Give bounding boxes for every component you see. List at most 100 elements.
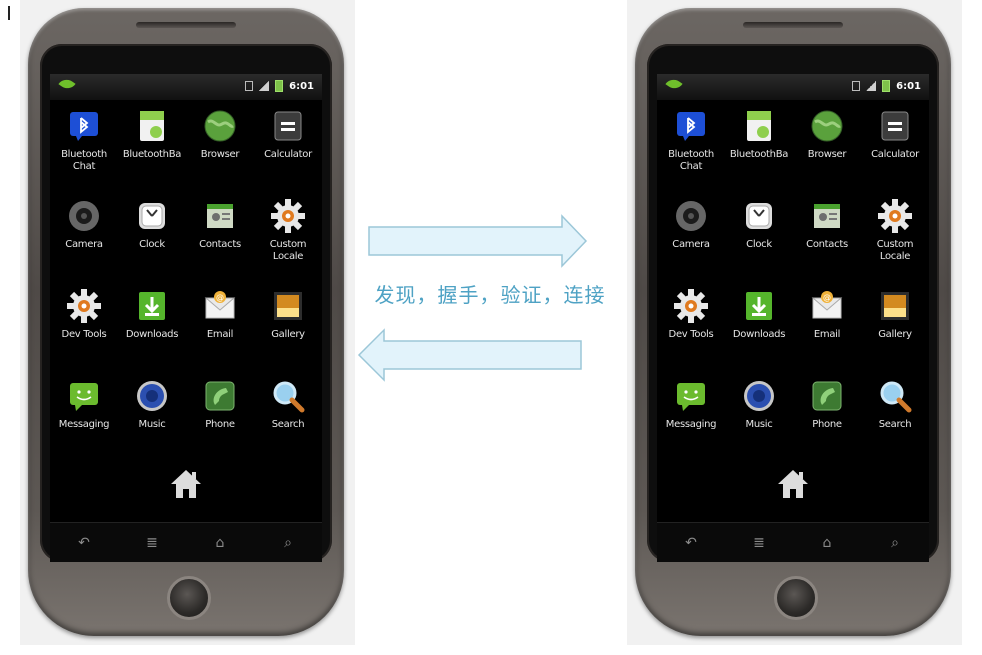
search-key-icon[interactable]: ⌕ xyxy=(891,535,899,551)
app-label: Bluetooth Chat xyxy=(668,149,714,172)
app-label: Bluetooth Chat xyxy=(61,149,107,172)
app-launcher-item[interactable]: Search xyxy=(861,374,929,464)
app-label: Gallery xyxy=(878,329,912,340)
gallery-icon xyxy=(877,288,913,324)
status-bar: 6:01 xyxy=(657,74,929,100)
page-edge-mark xyxy=(0,6,10,20)
app-launcher-item[interactable]: Calculator xyxy=(861,104,929,194)
search-key-icon[interactable]: ⌕ xyxy=(284,535,292,551)
app-label: Search xyxy=(271,419,305,430)
app-label: Music xyxy=(745,419,773,430)
app-launcher-item[interactable]: Dev Tools xyxy=(50,284,118,374)
status-icons: 6:01 xyxy=(852,80,921,92)
music-speaker-icon xyxy=(741,378,777,414)
phone-icon xyxy=(202,378,238,414)
app-launcher-item[interactable]: Phone xyxy=(186,374,254,464)
app-launcher-item[interactable]: @Email xyxy=(186,284,254,374)
app-label: Clock xyxy=(746,239,772,250)
app-launcher-item[interactable]: Custom Locale xyxy=(254,194,322,284)
status-icons: 6:01 xyxy=(245,80,314,92)
app-launcher-item[interactable]: Messaging xyxy=(657,374,725,464)
app-launcher-item[interactable]: Calculator xyxy=(254,104,322,194)
app-launcher-item[interactable]: Downloads xyxy=(118,284,186,374)
earpiece xyxy=(136,22,236,28)
app-label: Camera xyxy=(672,239,710,250)
home-key-icon[interactable]: ⌂ xyxy=(215,535,225,551)
app-label: Music xyxy=(138,419,166,430)
bluetooth-ba-icon xyxy=(134,108,170,144)
notification-leaf-icon xyxy=(665,75,683,93)
trackball-button[interactable] xyxy=(774,576,818,620)
calculator-icon xyxy=(877,108,913,144)
battery-icon xyxy=(882,80,891,92)
battery-icon xyxy=(275,80,284,92)
browser-globe-icon xyxy=(202,108,238,144)
app-launcher-item[interactable]: Search xyxy=(254,374,322,464)
app-launcher-item[interactable]: Clock xyxy=(118,194,186,284)
app-launcher-item[interactable]: Music xyxy=(725,374,793,464)
custom-locale-gear-icon xyxy=(877,198,913,234)
app-label: Downloads xyxy=(125,329,179,340)
app-label: Phone xyxy=(812,419,842,430)
notification-leaf-icon xyxy=(58,75,76,93)
app-launcher-item[interactable]: BluetoothBa xyxy=(725,104,793,194)
app-launcher-item[interactable]: Music xyxy=(118,374,186,464)
arrow-right-icon xyxy=(368,214,588,268)
bluetooth-chat-icon xyxy=(66,108,102,144)
app-launcher-item[interactable]: Phone xyxy=(793,374,861,464)
app-label: Custom Locale xyxy=(269,239,307,262)
app-label: Browser xyxy=(200,149,240,160)
home-launcher-icon[interactable] xyxy=(168,466,204,502)
app-label: Calculator xyxy=(264,149,312,160)
app-launcher-item[interactable]: Gallery xyxy=(254,284,322,374)
bluetooth-ba-icon xyxy=(741,108,777,144)
home-key-icon[interactable]: ⌂ xyxy=(822,535,832,551)
app-launcher-item[interactable]: Gallery xyxy=(861,284,929,374)
app-label: Calculator xyxy=(871,149,919,160)
back-key-icon[interactable]: ↶ xyxy=(685,535,697,551)
app-label: Dev Tools xyxy=(668,329,714,340)
app-launcher-item[interactable]: Bluetooth Chat xyxy=(657,104,725,194)
app-label: Phone xyxy=(205,419,235,430)
app-launcher-item[interactable]: Bluetooth Chat xyxy=(50,104,118,194)
app-label: Contacts xyxy=(199,239,241,250)
app-launcher-item[interactable]: Downloads xyxy=(725,284,793,374)
menu-key-icon[interactable]: ≣ xyxy=(146,535,158,551)
app-launcher-item[interactable]: Contacts xyxy=(186,194,254,284)
app-launcher-item[interactable]: Dev Tools xyxy=(657,284,725,374)
app-launcher-item[interactable]: Messaging xyxy=(50,374,118,464)
app-label: Messaging xyxy=(665,419,717,430)
bluetooth-chat-icon xyxy=(673,108,709,144)
back-key-icon[interactable]: ↶ xyxy=(78,535,90,551)
app-launcher-item[interactable]: Browser xyxy=(186,104,254,194)
status-time: 6:01 xyxy=(896,80,921,92)
app-launcher-item[interactable]: Camera xyxy=(50,194,118,284)
dev-tools-gear-icon xyxy=(673,288,709,324)
browser-globe-icon xyxy=(809,108,845,144)
app-launcher-item[interactable]: Browser xyxy=(793,104,861,194)
app-launcher-item[interactable]: Clock xyxy=(725,194,793,284)
app-label: Gallery xyxy=(271,329,305,340)
app-launcher-item[interactable]: Camera xyxy=(657,194,725,284)
app-launcher-item[interactable]: Contacts xyxy=(793,194,861,284)
app-launcher-item[interactable]: Custom Locale xyxy=(861,194,929,284)
app-label: Email xyxy=(813,329,841,340)
app-launcher-item[interactable]: BluetoothBa xyxy=(118,104,186,194)
trackball-button[interactable] xyxy=(167,576,211,620)
menu-key-icon[interactable]: ≣ xyxy=(753,535,765,551)
signal-icon xyxy=(259,81,270,91)
svg-text:@: @ xyxy=(823,293,831,302)
app-label: Email xyxy=(206,329,234,340)
home-launcher-icon[interactable] xyxy=(775,466,811,502)
app-label: Contacts xyxy=(806,239,848,250)
downloads-icon xyxy=(741,288,777,324)
app-launcher-item[interactable]: @ Email xyxy=(793,284,861,374)
search-icon xyxy=(877,378,913,414)
app-label: Dev Tools xyxy=(61,329,107,340)
